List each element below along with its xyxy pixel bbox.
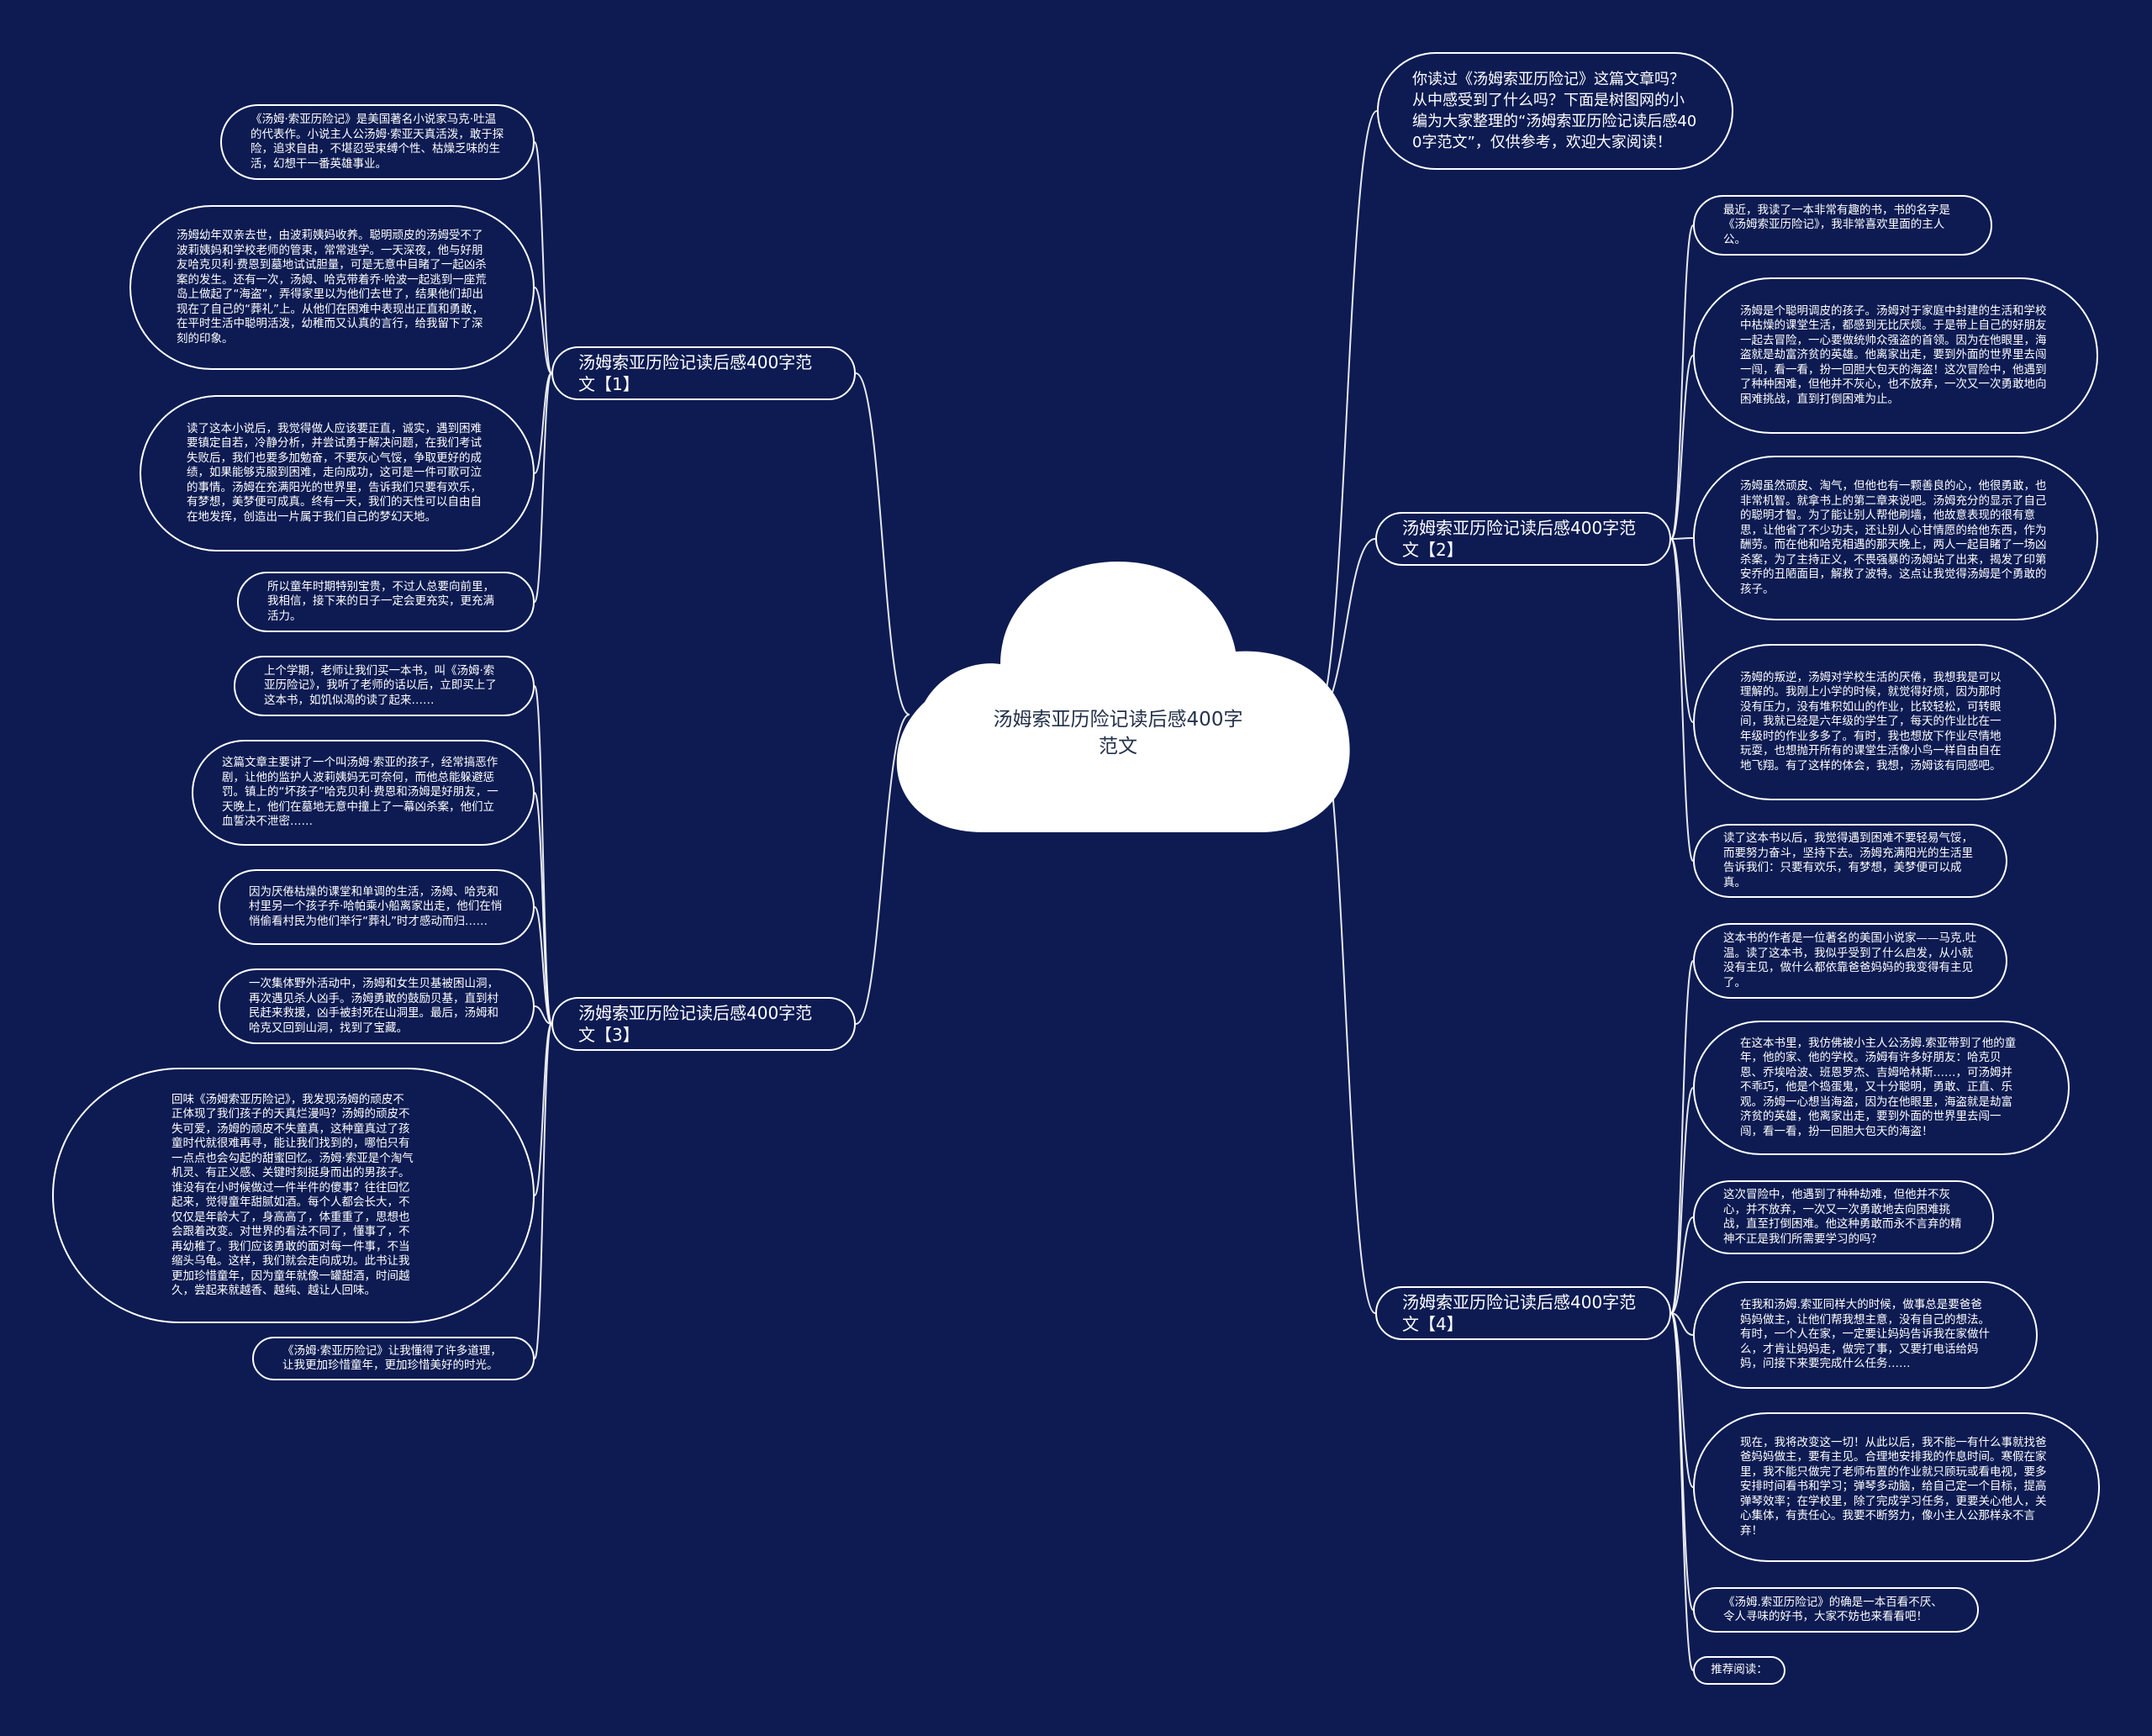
branch-node-1[interactable]: 汤姆索亚历险记读后感400字范文【1】 bbox=[551, 346, 856, 400]
leaf-1-4-text: 所以童年时期特别宝贵，不过人总要向前里，我相信，接下来的日子一定会更充实，更充满… bbox=[267, 579, 494, 623]
connector-branch-node-4-leaf-4-7 bbox=[1670, 1312, 1694, 1671]
connector-branch-node-1-leaf-1-2 bbox=[534, 287, 552, 374]
leaf-4-1-text: 这本书的作者是一位著名的美国小说家——马克.吐温。读了这本书，我似乎受到了什么启… bbox=[1723, 931, 1977, 989]
connector-branch-node-4-leaf-4-1 bbox=[1670, 960, 1694, 1314]
connector-branch-node-3-leaf-3-6 bbox=[534, 1023, 552, 1359]
connector-branch-node-2-leaf-2-5 bbox=[1670, 538, 1694, 862]
center-topic-title: 汤姆索亚历险记读后感400字范文 bbox=[993, 709, 1243, 757]
connector-branch-node-2-leaf-2-4 bbox=[1670, 538, 1694, 723]
connector-branch-node-3-leaf-3-4 bbox=[534, 1005, 552, 1025]
leaf-3-3-text: 因为厌倦枯燥的课堂和单调的生活，汤姆、哈克和村里另一个孩子乔·哈帕乘小船离家出走… bbox=[249, 884, 503, 928]
leaf-2-3-text: 汤姆虽然顽皮、淘气，但他也有一颗善良的心，他很勇敢，也非常机智。就拿书上的第二章… bbox=[1740, 479, 2047, 596]
leaf-4-4[interactable]: 在我和汤姆.索亚同样大的时候，做事总是要爸爸妈妈做主，让他们帮我想主意，没有自己… bbox=[1693, 1281, 2038, 1389]
leaf-2-5[interactable]: 读了这本书以后，我觉得遇到困难不要轻易气馁，而要努力奋斗，坚持下去。汤姆充满阳光… bbox=[1693, 824, 2007, 898]
leaf-2-3[interactable]: 汤姆虽然顽皮、淘气，但他也有一颗善良的心，他很勇敢，也非常机智。就拿书上的第二章… bbox=[1693, 456, 2098, 620]
cloud-shape bbox=[896, 562, 1350, 832]
connector-branch-node-2-leaf-2-2 bbox=[1670, 355, 1694, 540]
connector-branch-node-2-leaf-2-3 bbox=[1670, 537, 1694, 540]
leaf-1-2[interactable]: 汤姆幼年双亲去世，由波莉姨妈收养。聪明顽皮的汤姆受不了波莉姨妈和学校老师的管束，… bbox=[129, 205, 535, 370]
leaf-4-1[interactable]: 这本书的作者是一位著名的美国小说家——马克.吐温。读了这本书，我似乎受到了什么启… bbox=[1693, 923, 2007, 999]
leaf-4-3[interactable]: 这次冒险中，他遇到了种种劫难，但他并不灰心，并不放弃，一次又一次勇敢地去向困难挑… bbox=[1693, 1180, 1994, 1254]
leaf-4-4-text: 在我和汤姆.索亚同样大的时候，做事总是要爸爸妈妈做主，让他们帮我想主意，没有自己… bbox=[1740, 1298, 1990, 1371]
connector-branch-node-2-leaf-2-1 bbox=[1670, 224, 1694, 540]
branch-node-4[interactable]: 汤姆索亚历险记读后感400字范文【4】 bbox=[1375, 1286, 1671, 1340]
connector-branch-node-4-leaf-4-2 bbox=[1670, 1087, 1694, 1314]
connector-branch-node-1-leaf-1-4 bbox=[534, 372, 552, 603]
leaf-3-4-text: 一次集体野外活动中，汤姆和女生贝基被困山洞，再次遇见杀人凶手。汤姆勇敢的鼓励贝基… bbox=[249, 977, 498, 1035]
connector-branch-node-3-leaf-3-3 bbox=[534, 906, 552, 1025]
center-topic-cloud[interactable]: 汤姆索亚历险记读后感400字范文 bbox=[874, 555, 1357, 842]
leaf-2-1[interactable]: 最近，我读了一本非常有趣的书，书的名字是《汤姆索亚历险记》，我非常喜欢里面的主人… bbox=[1693, 195, 1992, 256]
leaf-3-5-text: 回味《汤姆索亚历险记》，我发现汤姆的顽皮不正体现了我们孩子的天真烂漫吗？汤姆的顽… bbox=[171, 1092, 414, 1298]
leaf-3-1[interactable]: 上个学期，老师让我们买一本书，叫《汤姆·索亚历险记》，我听了老师的话以后，立即买… bbox=[234, 656, 535, 716]
branch-label-3: 汤姆索亚历险记读后感400字范文【3】 bbox=[578, 1003, 813, 1045]
leaf-3-4[interactable]: 一次集体野外活动中，汤姆和女生贝基被困山洞，再次遇见杀人凶手。汤姆勇敢的鼓励贝基… bbox=[219, 968, 535, 1044]
leaf-4-2-text: 在这本书里，我仿佛被小主人公汤姆.索亚带到了他的童年，他的家、他的学校。汤姆有许… bbox=[1740, 1036, 2017, 1138]
branch-label-1: 汤姆索亚历险记读后感400字范文【1】 bbox=[578, 352, 813, 394]
connector-branch-node-1-leaf-1-3 bbox=[534, 372, 552, 474]
leaf-1-3-text: 读了这本小说后，我觉得做人应该要正直，诚实，遇到困难要镇定自若，冷静分析，并尝试… bbox=[187, 421, 482, 524]
leaf-2-2-text: 汤姆是个聪明调皮的孩子。汤姆对于家庭中封建的生活和学校中枯燥的课堂生活，都感到无… bbox=[1740, 303, 2047, 406]
leaf-4-5[interactable]: 现在，我将改变这一切！从此以后，我不能一有什么事就找爸爸妈妈做主，要有主见。合理… bbox=[1693, 1412, 2100, 1562]
connector-center-branch-node-1 bbox=[855, 372, 910, 715]
branch-label-4: 汤姆索亚历险记读后感400字范文【4】 bbox=[1402, 1292, 1637, 1334]
leaf-1-1-text: 《汤姆·索亚历险记》是美国著名小说家马克·吐温的代表作。小说主人公汤姆·索亚天真… bbox=[251, 113, 504, 171]
leaf-3-2-text: 这篇文章主要讲了一个叫汤姆·索亚的孩子，经常搞恶作剧，让他的监护人波莉姨妈无可奈… bbox=[222, 756, 498, 829]
leaf-1-1[interactable]: 《汤姆·索亚历险记》是美国著名小说家马克·吐温的代表作。小说主人公汤姆·索亚天真… bbox=[220, 104, 535, 180]
intro-node[interactable]: 你读过《汤姆索亚历险记》这篇文章吗？从中感受到了什么吗？下面是树图网的小编为大家… bbox=[1377, 52, 1733, 170]
connector-center-branch-node-3 bbox=[855, 714, 910, 1025]
leaf-1-3[interactable]: 读了这本小说后，我觉得做人应该要正直，诚实，遇到困难要镇定自若，冷静分析，并尝试… bbox=[140, 395, 535, 551]
connector-branch-node-3-leaf-3-2 bbox=[534, 792, 552, 1025]
leaf-4-7[interactable]: 推荐阅读： bbox=[1693, 1656, 1785, 1685]
leaf-2-4-text: 汤姆的叛逆，汤姆对学校生活的厌倦，我想我是可以理解的。我刚上小学的时候，就觉得好… bbox=[1740, 670, 2002, 773]
branch-node-3[interactable]: 汤姆索亚历险记读后感400字范文【3】 bbox=[551, 997, 856, 1051]
connector-center-intro-node bbox=[1316, 110, 1378, 715]
branch-node-2[interactable]: 汤姆索亚历险记读后感400字范文【2】 bbox=[1375, 512, 1671, 566]
connector-branch-node-1-leaf-1-1 bbox=[534, 141, 552, 374]
leaf-4-5-text: 现在，我将改变这一切！从此以后，我不能一有什么事就找爸爸妈妈做主，要有主见。合理… bbox=[1740, 1435, 2047, 1538]
leaf-2-5-text: 读了这本书以后，我觉得遇到困难不要轻易气馁，而要努力奋斗，坚持下去。汤姆充满阳光… bbox=[1723, 831, 1973, 889]
connector-branch-node-4-leaf-4-6 bbox=[1670, 1312, 1694, 1611]
leaf-4-6-text: 《汤姆.索亚历险记》的确是一本百看不厌、令人寻味的好书，大家不妨也来看看吧！ bbox=[1723, 1595, 1943, 1624]
leaf-3-1-text: 上个学期，老师让我们买一本书，叫《汤姆·索亚历险记》，我听了老师的话以后，立即买… bbox=[264, 663, 497, 707]
leaf-2-4[interactable]: 汤姆的叛逆，汤姆对学校生活的厌倦，我想我是可以理解的。我刚上小学的时候，就觉得好… bbox=[1693, 644, 2056, 800]
connector-branch-node-4-leaf-4-3 bbox=[1670, 1216, 1694, 1314]
connector-branch-node-4-leaf-4-5 bbox=[1670, 1312, 1694, 1488]
leaf-3-3[interactable]: 因为厌倦枯燥的课堂和单调的生活，汤姆、哈克和村里另一个孩子乔·哈帕乘小船离家出走… bbox=[219, 869, 535, 945]
branch-label-2: 汤姆索亚历险记读后感400字范文【2】 bbox=[1402, 518, 1637, 560]
leaf-3-6[interactable]: 《汤姆·索亚历险记》让我懂得了许多道理，让我更加珍惜童年，更加珍惜美好的时光。 bbox=[252, 1337, 535, 1380]
leaf-3-5[interactable]: 回味《汤姆索亚历险记》，我发现汤姆的顽皮不正体现了我们孩子的天真烂漫吗？汤姆的顽… bbox=[52, 1068, 535, 1323]
leaf-4-7-text: 推荐阅读： bbox=[1711, 1663, 1768, 1677]
leaf-3-6-text: 《汤姆·索亚历险记》让我懂得了许多道理，让我更加珍惜童年，更加珍惜美好的时光。 bbox=[282, 1343, 502, 1373]
leaf-3-2[interactable]: 这篇文章主要讲了一个叫汤姆·索亚的孩子，经常搞恶作剧，让他的监护人波莉姨妈无可奈… bbox=[192, 740, 535, 846]
leaf-4-6[interactable]: 《汤姆.索亚历险记》的确是一本百看不厌、令人寻味的好书，大家不妨也来看看吧！ bbox=[1693, 1587, 1979, 1633]
leaf-1-4[interactable]: 所以童年时期特别宝贵，不过人总要向前里，我相信，接下来的日子一定会更充实，更充满… bbox=[237, 572, 535, 632]
leaf-4-2[interactable]: 在这本书里，我仿佛被小主人公汤姆.索亚带到了他的童年，他的家、他的学校。汤姆有许… bbox=[1693, 1021, 2070, 1155]
leaf-2-1-text: 最近，我读了一本非常有趣的书，书的名字是《汤姆索亚历险记》，我非常喜欢里面的主人… bbox=[1723, 203, 1950, 246]
leaf-2-2[interactable]: 汤姆是个聪明调皮的孩子。汤姆对于家庭中封建的生活和学校中枯燥的课堂生活，都感到无… bbox=[1693, 277, 2098, 434]
leaf-4-3-text: 这次冒险中，他遇到了种种劫难，但他并不灰心，并不放弃，一次又一次勇敢地去向困难挑… bbox=[1723, 1188, 1962, 1246]
leaf-1-2-text: 汤姆幼年双亲去世，由波莉姨妈收养。聪明顽皮的汤姆受不了波莉姨妈和学校老师的管束，… bbox=[177, 229, 487, 346]
connector-branch-node-4-leaf-4-4 bbox=[1670, 1312, 1694, 1336]
intro-text: 你读过《汤姆索亚历险记》这篇文章吗？从中感受到了什么吗？下面是树图网的小编为大家… bbox=[1412, 71, 1697, 151]
connector-branch-node-3-leaf-3-5 bbox=[534, 1023, 552, 1196]
